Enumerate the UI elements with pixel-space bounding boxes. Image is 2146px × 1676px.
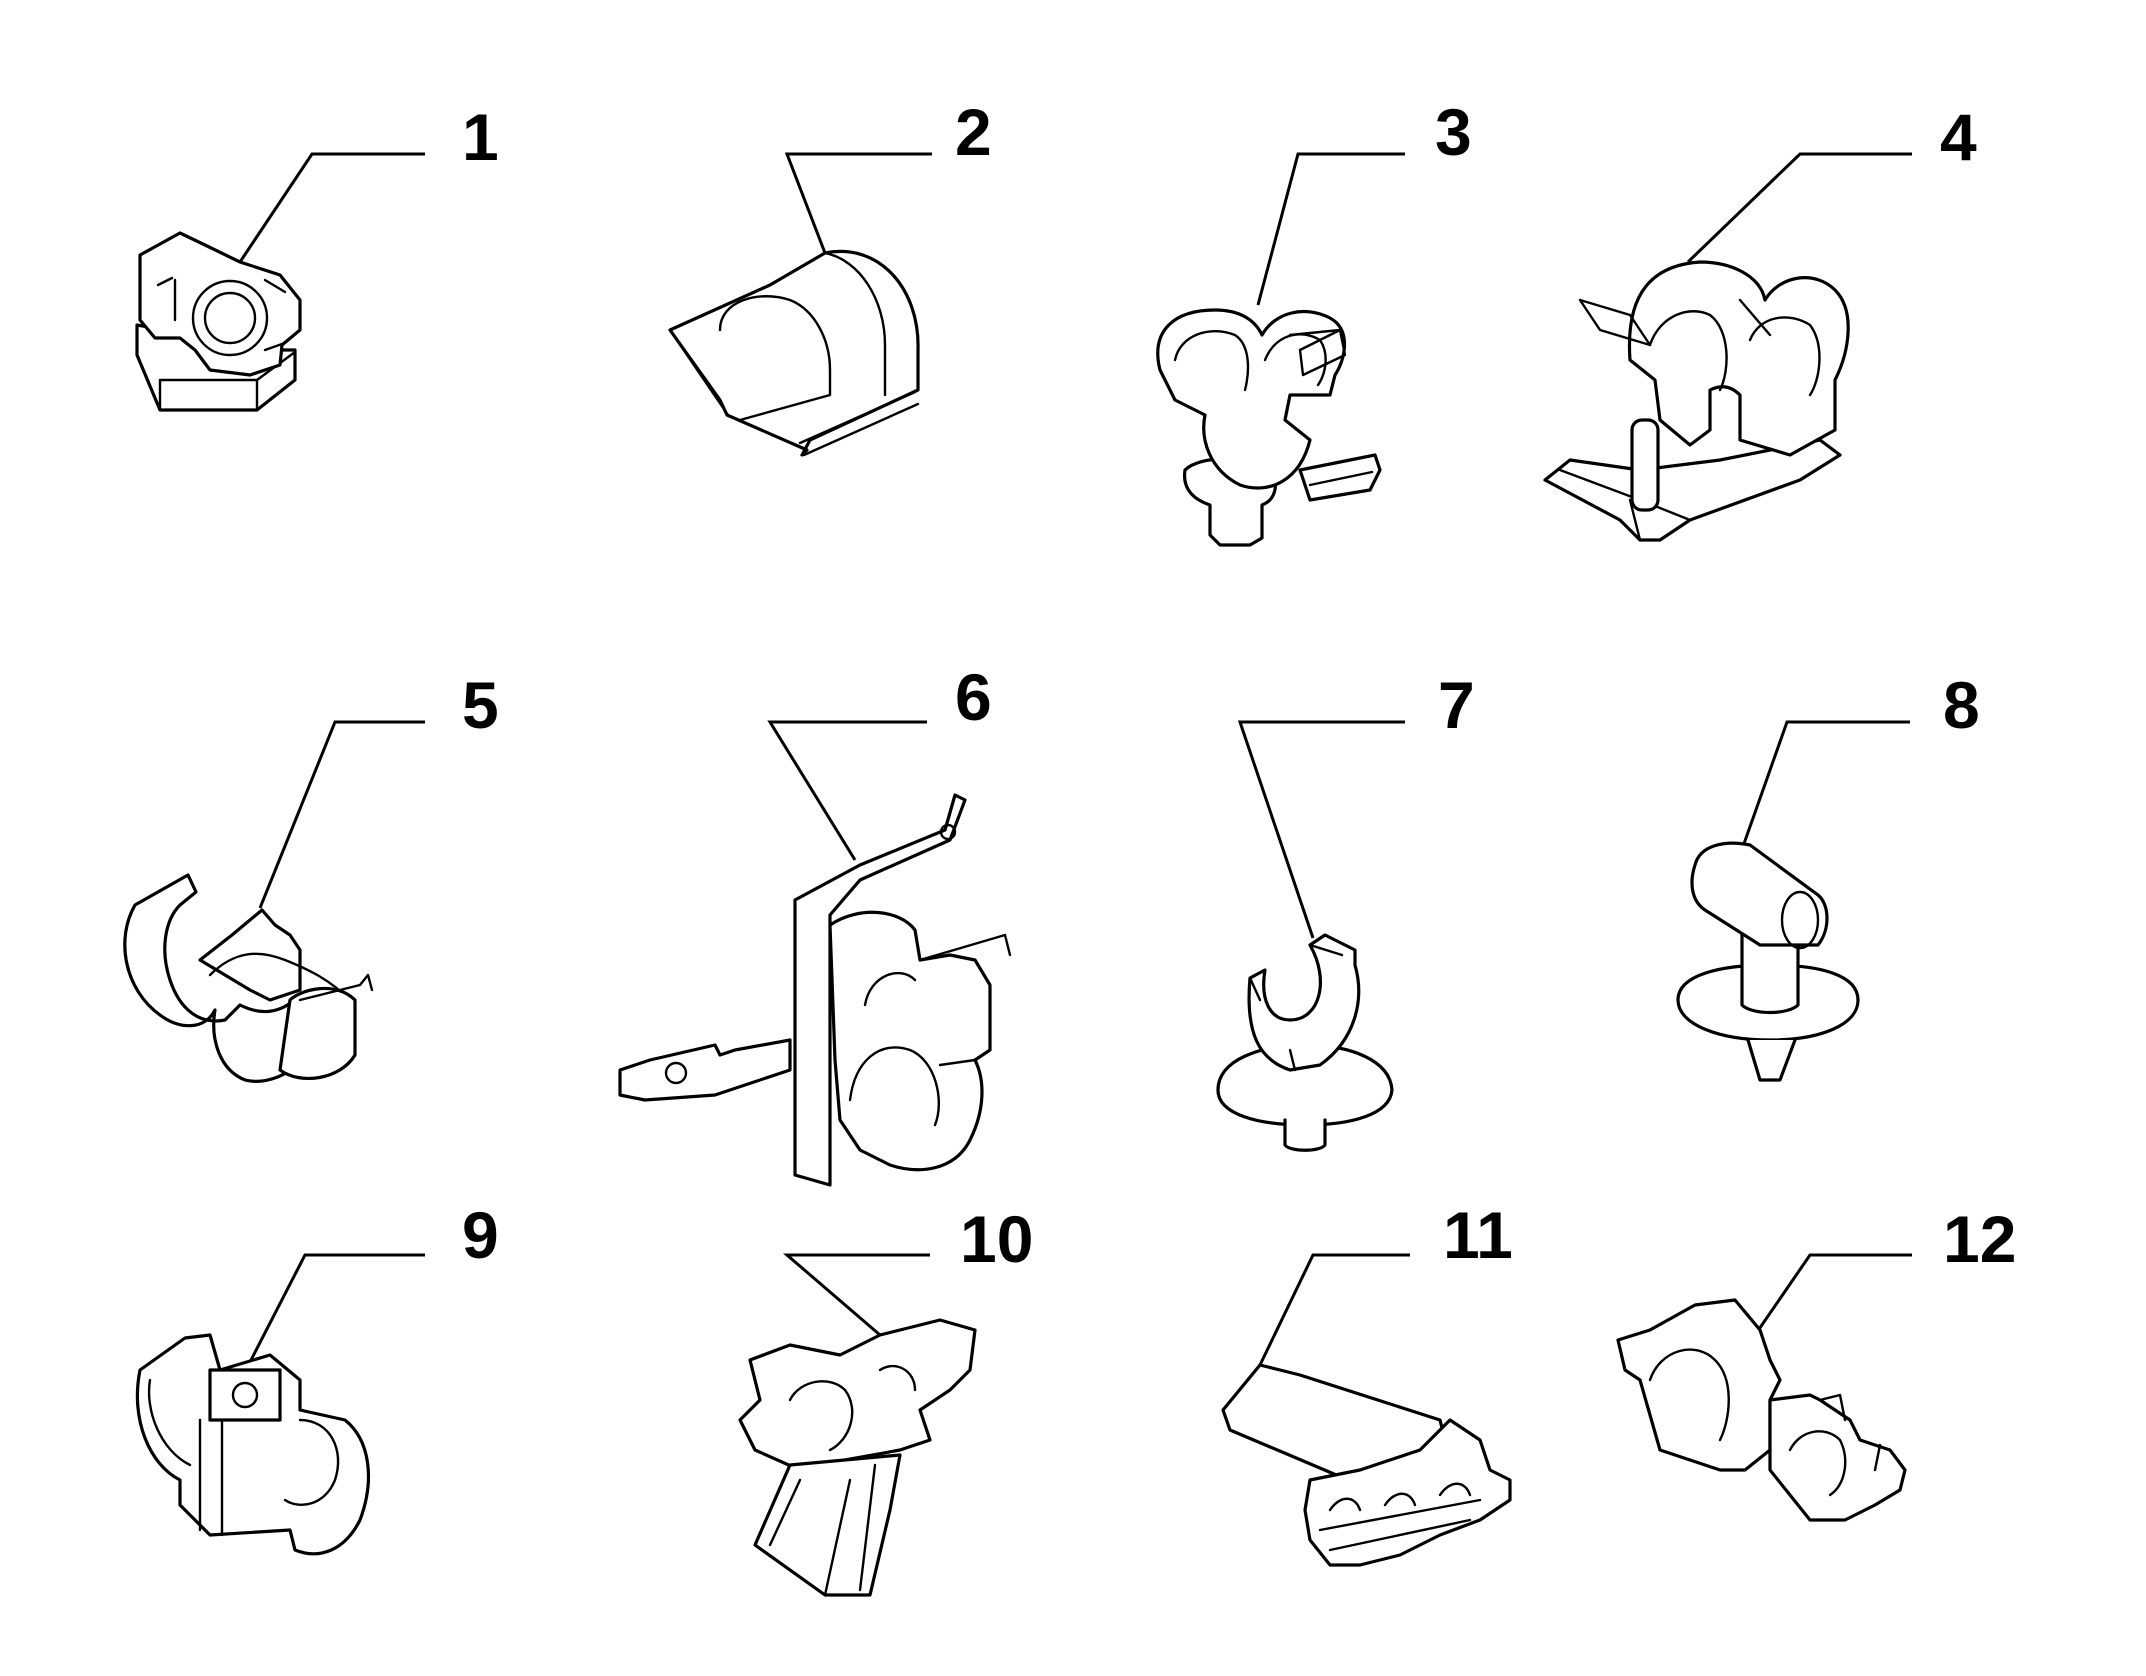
part-3: 3 (1156, 95, 1472, 547)
part-1: 1 (135, 100, 499, 412)
part-4: 4 (1543, 100, 1977, 542)
callout-number-3: 3 (1435, 95, 1472, 169)
callout-number-7: 7 (1438, 668, 1475, 742)
part-5: 5 (123, 668, 499, 1083)
callout-number-2: 2 (955, 95, 992, 169)
part-12: 12 (1616, 1202, 2016, 1522)
callout-number-10: 10 (960, 1202, 1033, 1276)
callout-number-12: 12 (1943, 1202, 2016, 1276)
callout-number-9: 9 (462, 1198, 499, 1272)
part-7: 7 (1216, 668, 1475, 1152)
callout-number-1: 1 (462, 100, 499, 174)
part-10: 10 (738, 1202, 1033, 1597)
part-6: 6 (618, 660, 1012, 1187)
callout-number-5: 5 (462, 668, 499, 742)
callout-number-11: 11 (1443, 1198, 1513, 1272)
callout-number-4: 4 (1940, 100, 1977, 174)
callout-number-8: 8 (1943, 668, 1980, 742)
part-9: 9 (135, 1198, 499, 1556)
callout-number-6: 6 (955, 660, 992, 734)
part-8: 8 (1676, 668, 1980, 1082)
part-11: 11 (1221, 1198, 1513, 1567)
part-2: 2 (668, 95, 992, 457)
